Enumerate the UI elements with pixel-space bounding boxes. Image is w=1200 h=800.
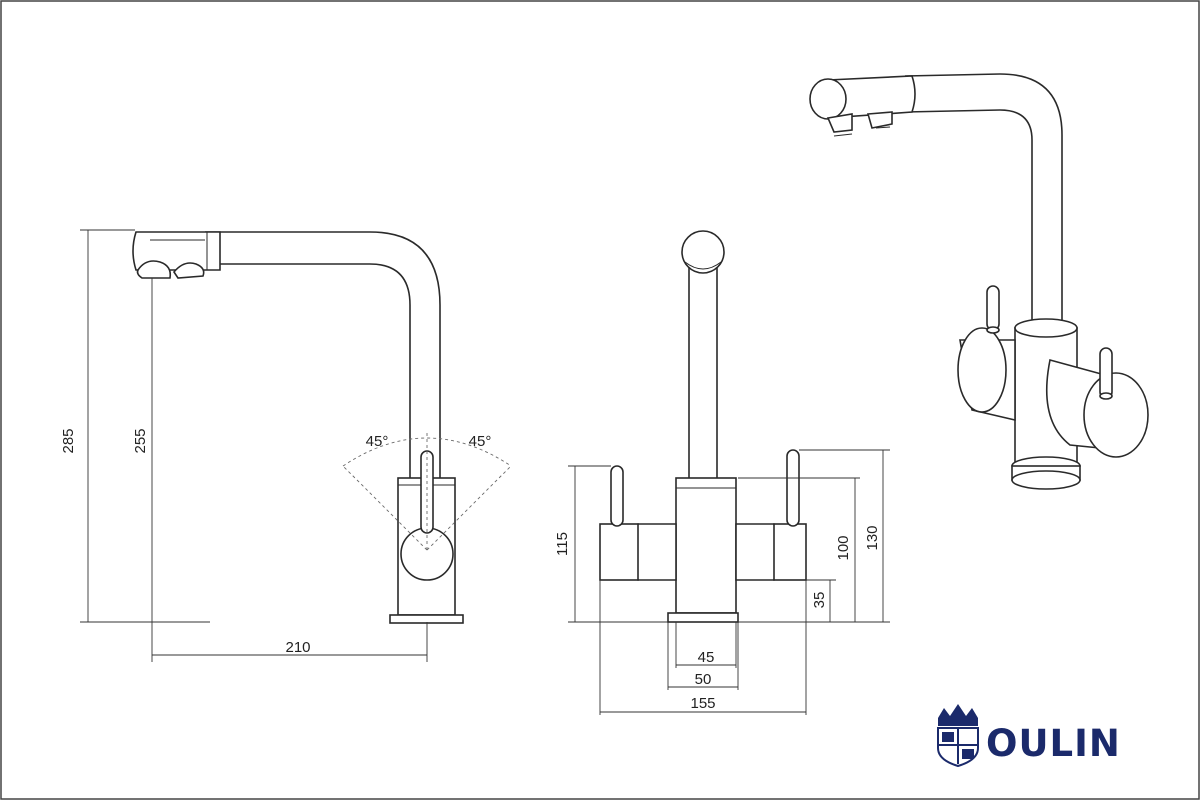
dim-35-label: 35	[811, 592, 828, 609]
dim-255-label: 255	[132, 428, 149, 453]
side-view-dimensions: 285 255 210 45° 45°	[60, 229, 512, 662]
dim-130-label: 130	[864, 525, 881, 550]
dim-155-label: 155	[690, 695, 715, 712]
dim-45-label: 45	[698, 649, 715, 666]
dim-210-label: 210	[285, 639, 310, 656]
angle-right-label: 45°	[469, 433, 492, 450]
front-view-dimensions: 115 100 130 35 45 50 155	[554, 449, 890, 715]
oulin-logo: OULIN	[937, 704, 1121, 768]
angle-left-label: 45°	[366, 433, 389, 450]
dim-100-label: 100	[835, 535, 852, 560]
dim-115-label: 115	[554, 532, 571, 556]
brand-name: OULIN	[986, 722, 1121, 765]
side-view-faucet	[132, 231, 464, 624]
isometric-view-faucet	[809, 73, 1149, 490]
dim-285-label: 285	[60, 428, 77, 453]
dim-50-label: 50	[695, 671, 712, 688]
front-view-faucet	[599, 230, 807, 623]
crown-shield-icon	[937, 704, 979, 768]
